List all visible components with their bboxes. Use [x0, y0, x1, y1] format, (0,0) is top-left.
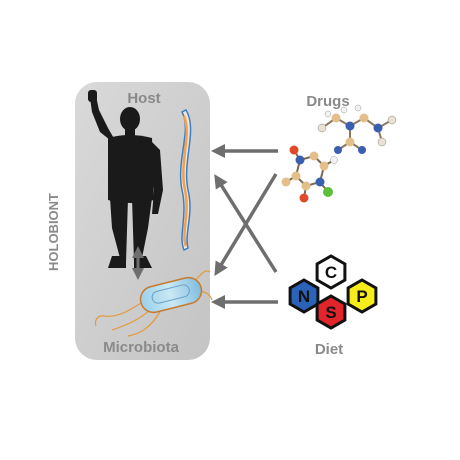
diet-nutrient-hexagons: CNS P: [288, 254, 378, 330]
interaction-arrows: [211, 144, 278, 309]
drugs-to-microbiota-arrow: [214, 173, 278, 276]
heterocycle-molecule-icon: [281, 145, 338, 203]
drugs-label: Drugs: [306, 93, 349, 110]
hexagon-label-p: P: [356, 287, 367, 306]
hexagon-s: [315, 294, 347, 330]
hexagon-n: [288, 278, 320, 314]
hexagon-p: [346, 278, 378, 314]
microbiota-label: Microbiota: [103, 339, 179, 356]
hexagon-label-c: C: [325, 263, 337, 282]
hexagon-c: [315, 254, 347, 290]
holobiont-label: HOLOBIONT: [46, 193, 61, 271]
diet-to-host-arrow: [214, 174, 278, 273]
hexagon-label-n: N: [298, 287, 310, 306]
drug-molecule-icon: [317, 104, 397, 154]
hexagon-label-s: S: [325, 303, 336, 322]
diet-label: Diet: [315, 341, 343, 358]
worm-icon: [179, 109, 192, 252]
host-label: Host: [127, 90, 160, 107]
bacterium-icon: [94, 270, 213, 337]
